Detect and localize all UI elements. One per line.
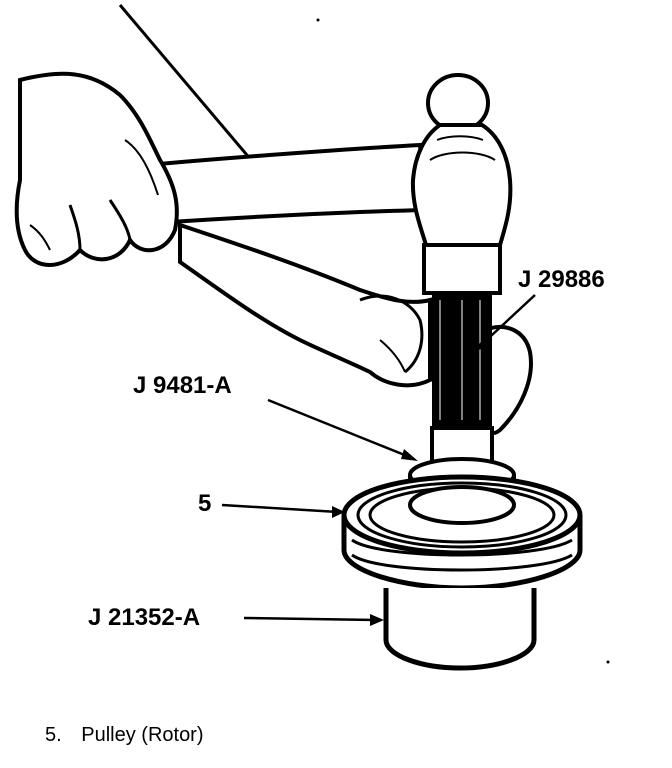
speck — [606, 660, 610, 664]
leader-j29886 — [474, 294, 536, 352]
leader-5 — [221, 503, 345, 518]
label-j9481a: J 9481-A — [133, 372, 232, 399]
leader-j21352a — [243, 614, 384, 626]
tool-j29886-shaft — [432, 293, 492, 428]
left-hand — [14, 71, 179, 267]
legend-caption: 5. Pulley (Rotor) — [45, 724, 204, 747]
label-j29886: J 29886 — [518, 266, 605, 293]
label-j21352a: J 21352-A — [88, 604, 201, 631]
right-hand — [178, 222, 533, 436]
hammer-head — [410, 73, 513, 295]
pulley-rotor — [341, 457, 583, 591]
legend-number: 5. — [45, 724, 62, 746]
tool-j21352a-base — [383, 588, 537, 671]
hammer-handle — [143, 142, 428, 225]
legend-text: Pulley (Rotor) — [81, 724, 204, 746]
speck — [316, 18, 320, 22]
leader-j9481a — [267, 398, 418, 461]
label-part-5: 5 — [198, 490, 212, 517]
